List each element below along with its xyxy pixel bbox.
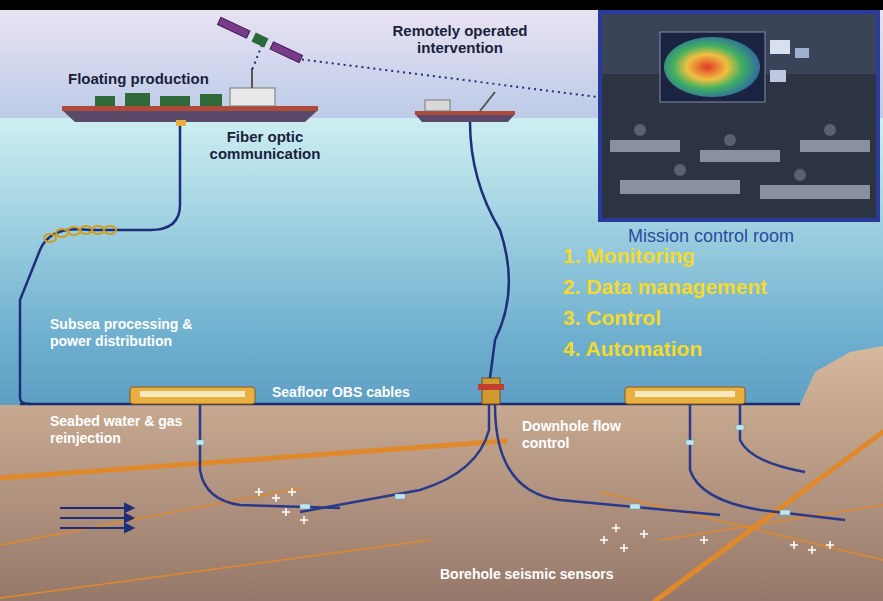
flow-control-label: Downhole flow control <box>522 418 632 452</box>
list-item: 3. Control <box>563 306 863 330</box>
list-item: 4. Automation <box>563 337 863 361</box>
platform-label: Floating production <box>68 70 268 87</box>
reinjection-label: Seabed water & gas reinjection <box>50 413 185 447</box>
cable-label: Seafloor OBS cables <box>272 384 472 401</box>
list-item: 2. Data management <box>563 275 863 299</box>
link-label: Fiber optic communication <box>200 128 330 162</box>
sensor-label: Borehole seismic sensors <box>440 566 660 583</box>
control-room-caption: Mission control room <box>628 226 868 246</box>
processing-label: Subsea processing & power distribution <box>50 316 235 350</box>
list-item: 1. Monitoring <box>563 244 863 268</box>
intervention-label: Remotely operated intervention <box>365 22 555 56</box>
